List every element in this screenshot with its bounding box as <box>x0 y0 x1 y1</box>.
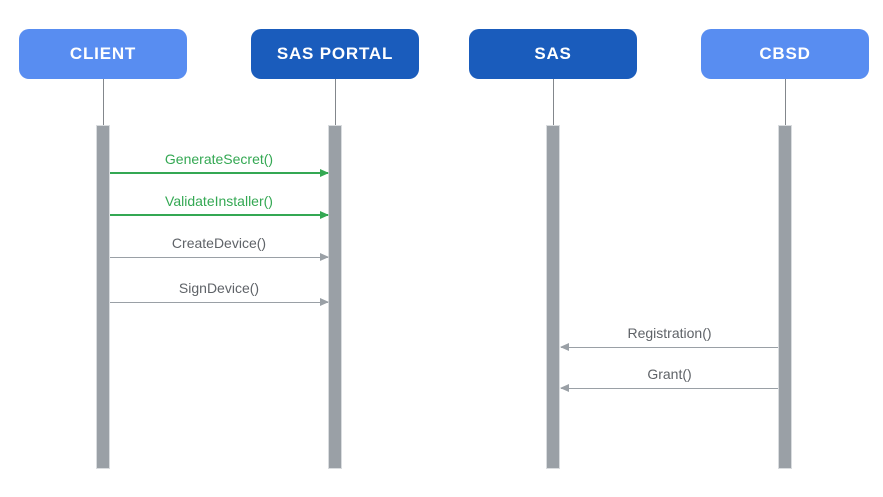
arrow-head-icon <box>560 343 569 351</box>
message-registration: Registration() <box>560 325 778 351</box>
arrow-head-icon <box>560 384 569 392</box>
arrow-line <box>561 388 778 389</box>
lifeline-stem-sas <box>553 79 554 125</box>
actor-box-sas: SAS <box>469 29 637 79</box>
actor-box-cbsd: CBSD <box>701 29 869 79</box>
arrow-head-icon <box>320 211 329 219</box>
lifeline-stem-sas-portal <box>335 79 336 125</box>
arrow-line <box>110 257 328 258</box>
message-label: Grant() <box>647 366 692 382</box>
message-label: ValidateInstaller() <box>165 193 273 209</box>
message-label: GenerateSecret() <box>164 151 274 167</box>
message-createdevice: CreateDevice() <box>110 235 329 261</box>
activation-bar-sas <box>546 125 560 469</box>
arrow-line <box>110 214 328 216</box>
message-grant: Grant() <box>560 366 778 392</box>
activation-bar-client <box>96 125 110 469</box>
arrow-line <box>110 172 328 174</box>
arrow-head-icon <box>320 169 329 177</box>
activation-bar-cbsd <box>778 125 792 469</box>
message-label: CreateDevice() <box>171 235 267 251</box>
arrow-head-icon <box>320 298 329 306</box>
message-generatesecret: GenerateSecret() <box>110 151 329 177</box>
arrow-head-icon <box>320 253 329 261</box>
actor-box-sas-portal: SAS PORTAL <box>251 29 419 79</box>
message-signdevice: SignDevice() <box>110 280 329 306</box>
message-validateinstaller: ValidateInstaller() <box>110 193 329 219</box>
actor-box-client: CLIENT <box>19 29 187 79</box>
activation-bar-sas-portal <box>328 125 342 469</box>
message-label: Registration() <box>627 325 712 341</box>
lifeline-stem-client <box>103 79 104 125</box>
arrow-line <box>110 302 328 303</box>
message-label: SignDevice() <box>178 280 260 296</box>
lifeline-stem-cbsd <box>785 79 786 125</box>
arrow-line <box>561 347 778 348</box>
